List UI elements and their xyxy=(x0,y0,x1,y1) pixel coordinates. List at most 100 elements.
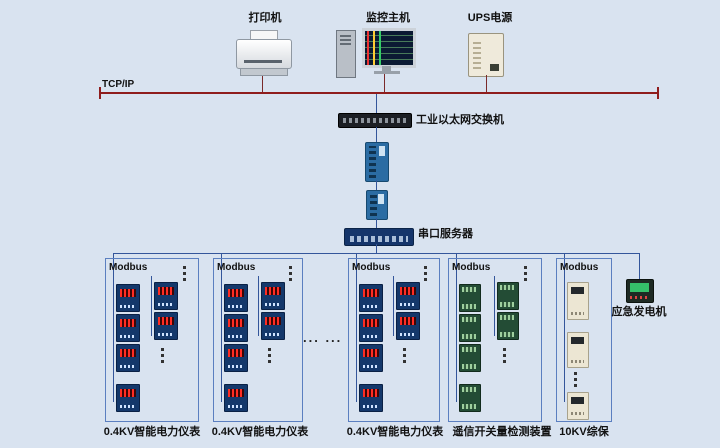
monitor-host-icon xyxy=(336,28,416,78)
vertical-ellipsis xyxy=(268,348,271,351)
modbus-label: Modbus xyxy=(452,262,491,273)
media-converter-icon xyxy=(366,190,388,220)
protection-relay-icon xyxy=(567,282,589,320)
printer-icon xyxy=(236,30,292,76)
power-meter-icon xyxy=(224,314,248,342)
printer-slot xyxy=(244,60,282,63)
modbus-bus-line xyxy=(393,276,394,336)
bus-end-cap xyxy=(657,87,659,99)
ups-icon xyxy=(468,33,504,77)
power-meter-icon xyxy=(154,282,178,310)
modbus-group-3 xyxy=(348,258,440,422)
modbus-bus-line xyxy=(221,276,222,402)
ethernet-switch-label: 工业以太网交换机 xyxy=(416,114,504,126)
connector-line xyxy=(113,253,114,276)
connector-line xyxy=(639,253,640,279)
power-meter-icon xyxy=(224,284,248,312)
power-meter-icon xyxy=(261,282,285,310)
modbus-group-2 xyxy=(213,258,303,422)
serial-server-label: 串口服务器 xyxy=(418,228,473,240)
computer-tower xyxy=(336,30,356,78)
tcpip-label: TCP/IP xyxy=(102,79,135,90)
monitor-base xyxy=(374,71,400,74)
power-meter-icon xyxy=(116,344,140,372)
power-meter-icon xyxy=(359,384,383,412)
power-meter-icon xyxy=(224,344,248,372)
connector-line xyxy=(456,253,457,276)
modbus-label: Modbus xyxy=(217,262,256,273)
power-meter-icon xyxy=(359,284,383,312)
group-3-label: 0.4KV智能电力仪表 xyxy=(346,426,444,438)
group-4-label: 遥信开关量检测装置 xyxy=(452,426,552,438)
connector-line xyxy=(564,253,565,276)
connector-line xyxy=(221,253,222,276)
vertical-ellipsis xyxy=(503,348,506,351)
generator-label: 应急发电机 xyxy=(611,306,667,318)
modbus-group-1 xyxy=(105,258,199,422)
connector-line xyxy=(384,74,385,93)
modbus-label: Modbus xyxy=(109,262,148,273)
connector-line xyxy=(376,218,377,228)
connector-line xyxy=(486,75,487,93)
vertical-ellipsis xyxy=(161,348,164,351)
printer-label: 打印机 xyxy=(248,12,282,24)
monitor-screen xyxy=(362,28,416,68)
protection-relay-icon xyxy=(567,392,589,420)
power-meter-icon xyxy=(359,314,383,342)
power-meter-icon xyxy=(396,312,420,340)
monitor-stand xyxy=(382,66,391,71)
modbus-bus-line xyxy=(113,276,114,402)
printer-body xyxy=(236,39,292,69)
tcpip-bus-line xyxy=(100,92,658,94)
connector-line xyxy=(356,253,357,276)
ethernet-switch-icon xyxy=(338,113,412,128)
connector-line xyxy=(376,180,377,190)
group-5-label: 10KV综保 xyxy=(559,426,609,438)
modbus-bus-line xyxy=(564,276,565,402)
power-meter-icon xyxy=(224,384,248,412)
serial-server-icon xyxy=(344,228,414,246)
bus-end-cap xyxy=(99,87,101,99)
vertical-ellipsis xyxy=(403,348,406,351)
vertical-ellipsis xyxy=(574,372,577,375)
group-2-label: 0.4KV智能电力仪表 xyxy=(211,426,309,438)
group-1-label: 0.4KV智能电力仪表 xyxy=(103,426,201,438)
vertical-ellipsis xyxy=(183,266,186,269)
io-module-icon xyxy=(459,284,481,312)
modbus-group-5 xyxy=(556,258,612,422)
io-module-icon xyxy=(459,314,481,342)
power-meter-icon xyxy=(154,312,178,340)
vertical-ellipsis xyxy=(524,266,527,269)
power-meter-icon xyxy=(116,384,140,412)
power-meter-icon xyxy=(116,314,140,342)
modbus-group-4 xyxy=(448,258,542,422)
vertical-ellipsis xyxy=(424,266,427,269)
modbus-bus-line xyxy=(258,276,259,336)
io-module-icon xyxy=(459,344,481,372)
power-meter-icon xyxy=(116,284,140,312)
connector-line xyxy=(262,76,263,93)
connector-line xyxy=(376,127,377,142)
protection-relay-icon xyxy=(567,332,589,368)
media-converter-icon xyxy=(365,142,389,182)
modbus-bus-line xyxy=(494,276,495,336)
io-module-icon xyxy=(497,312,519,340)
ups-label: UPS电源 xyxy=(467,12,513,24)
modbus-bus-line xyxy=(456,276,457,402)
generator-controller-icon xyxy=(626,279,654,303)
modbus-label: Modbus xyxy=(560,262,599,273)
modbus-bus-line xyxy=(151,276,152,336)
power-meter-icon xyxy=(359,344,383,372)
monitor-host-label: 监控主机 xyxy=(366,12,410,24)
printer-base xyxy=(240,68,288,76)
more-groups-ellipsis: ... ... xyxy=(303,330,343,345)
modbus-bus-line xyxy=(356,276,357,402)
connector-line xyxy=(376,94,377,113)
power-meter-icon xyxy=(396,282,420,310)
power-meter-icon xyxy=(261,312,285,340)
vertical-ellipsis xyxy=(289,266,292,269)
distribution-line xyxy=(113,253,640,254)
connector-line xyxy=(376,244,377,253)
io-module-icon xyxy=(497,282,519,310)
